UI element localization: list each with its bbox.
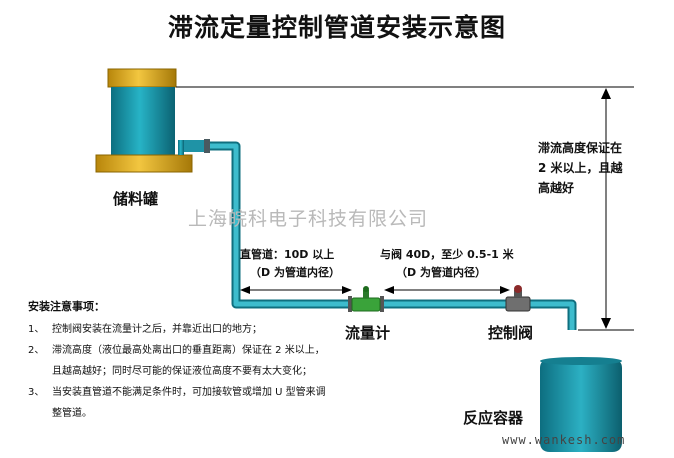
flowmeter-label: 流量计 bbox=[345, 324, 391, 342]
note-number: 2、 bbox=[28, 345, 45, 356]
upstream-note-line1: 直管道：10D 以上 bbox=[240, 248, 335, 261]
control-valve-label: 控制阀 bbox=[488, 324, 534, 342]
note-text: 当安装直管道不能满足条件时，可加接软管或增加 U 型管来调整管道。 bbox=[52, 387, 326, 419]
site-url: www.wankesh.com bbox=[502, 433, 626, 447]
storage-tank-label: 储料罐 bbox=[113, 190, 159, 208]
note-item: 3、 当安装直管道不能满足条件时，可加接软管或增加 U 型管来调整管道。 bbox=[28, 382, 328, 424]
pipe-line bbox=[210, 141, 577, 330]
downstream-dimension bbox=[384, 286, 510, 294]
reactor-vessel bbox=[540, 357, 622, 452]
note-item: 1、 控制阀安装在流量计之后，并靠近出口的地方； bbox=[28, 319, 328, 340]
company-watermark: 上海皖科电子科技有限公司 bbox=[188, 208, 429, 230]
note-text: 滞流高度（液位最高处离出口的垂直距离）保证在 2 米以上，且越高越好；同时尽可能… bbox=[52, 345, 325, 377]
note-number: 1、 bbox=[28, 324, 45, 335]
control-valve-icon bbox=[505, 285, 531, 312]
note-text: 控制阀安装在流量计之后，并靠近出口的地方； bbox=[52, 324, 262, 335]
downstream-note-line1: 与阀 40D，至少 0.5-1 米 bbox=[380, 248, 514, 261]
height-arrow bbox=[601, 88, 611, 329]
upstream-note-line2: （D 为管道内径） bbox=[250, 266, 340, 279]
note-number: 3、 bbox=[28, 387, 45, 398]
note-item: 2、 滞流高度（液位最高处离出口的垂直距离）保证在 2 米以上，且越高越好；同时… bbox=[28, 340, 328, 382]
upstream-dimension bbox=[240, 286, 352, 294]
notes-title: 安装注意事项： bbox=[28, 300, 105, 313]
reactor-label: 反应容器 bbox=[463, 409, 524, 427]
flowmeter-icon bbox=[348, 286, 384, 312]
page-title: 滞流定量控制管道安装示意图 bbox=[167, 13, 506, 42]
downstream-note-line2: （D 为管道内径） bbox=[396, 266, 486, 279]
installation-notes: 安装注意事项： 1、 控制阀安装在流量计之后，并靠近出口的地方； 2、 滞流高度… bbox=[28, 296, 328, 424]
height-note: 滞流高度保证在 2 米以上，且越高越好 bbox=[538, 141, 623, 195]
storage-tank bbox=[95, 68, 210, 173]
